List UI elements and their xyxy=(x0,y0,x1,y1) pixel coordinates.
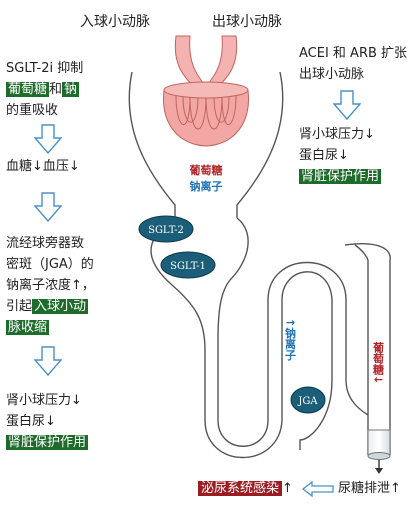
sglt1-label: SGLT-1 xyxy=(170,261,206,272)
jga-text-line1: 流经球旁器致 xyxy=(6,236,85,251)
glomerulus xyxy=(163,81,249,147)
glucose-highlight: 葡萄糖 xyxy=(6,82,50,97)
acei-arb-text-line2: 出球小动脉 xyxy=(299,67,365,82)
jga-node: JGA xyxy=(290,386,326,414)
reabsorption-text: 的重吸收 xyxy=(6,103,59,118)
left-glomerular-pressure: 肾小球压力↓ xyxy=(6,393,82,408)
jga-text-line3: 钠离子浓度↑， xyxy=(6,278,95,293)
nephron-tubule xyxy=(128,71,391,459)
left-renal-protection: 肾脏保护作用 xyxy=(6,432,89,453)
uti-increase-arrow: ↑ xyxy=(282,481,293,496)
sglt2-label: SGLT-2 xyxy=(148,225,184,236)
sglt2-node: SGLT-2 xyxy=(138,215,194,243)
sglt2i-targets: 葡萄糖和钠 xyxy=(6,79,80,100)
jga-text-line4: 引起入球小动 xyxy=(6,296,89,317)
and-word: 和 xyxy=(49,82,63,97)
left-down-arrow-1 xyxy=(34,124,62,154)
glucose-down-label: 葡萄糖↓ xyxy=(372,341,386,385)
afferent-arteriole-label: 入球小动脉 xyxy=(80,14,150,30)
glucose-bp-effect: 血糖↓血压↓ xyxy=(6,159,80,174)
collecting-duct-opening xyxy=(367,452,391,460)
jga-label: JGA xyxy=(297,396,318,407)
jga-cause-word: 引起 xyxy=(6,299,33,314)
uti-row: 泌尿系统感染↑ xyxy=(198,478,293,499)
right-down-arrow xyxy=(333,90,361,120)
sglt2i-intro: SGLT-2i 抑制 xyxy=(6,61,84,76)
sodium-up-label: ↑钠离子 xyxy=(284,318,297,361)
left-renal-protection-highlight: 肾脏保护作用 xyxy=(6,435,89,450)
arterioles xyxy=(174,35,238,91)
right-proteinuria: 蛋白尿↓ xyxy=(299,148,349,163)
right-renal-protection: 肾脏保护作用 xyxy=(299,166,382,187)
sodium-highlight: 钠 xyxy=(62,82,80,97)
acei-arb-text-line1: ACEI 和 ARB 扩张 xyxy=(299,46,408,61)
glycosuria-label: 尿糖排泄↑ xyxy=(338,481,401,496)
glucose-filtrate-label: 葡萄糖 xyxy=(189,163,223,177)
sglt1-node: SGLT-1 xyxy=(160,251,216,279)
left-proteinuria: 蛋白尿↓ xyxy=(6,414,56,429)
left-down-arrow-3 xyxy=(34,346,62,376)
afferent-constriction-highlight-1: 入球小动 xyxy=(32,299,89,314)
efferent-arteriole-label: 出球小动脉 xyxy=(212,14,282,30)
jga-text-line5: 脉收缩 xyxy=(6,317,50,338)
left-down-arrow-2 xyxy=(34,192,62,222)
jga-text-line2: 密斑（JGA）的 xyxy=(6,257,94,272)
afferent-constriction-highlight-2: 脉收缩 xyxy=(6,320,50,335)
right-glomerular-pressure: 肾小球压力↓ xyxy=(299,127,375,142)
right-renal-protection-highlight: 肾脏保护作用 xyxy=(299,169,382,184)
left-pointing-arrow xyxy=(302,481,334,497)
sodium-filtrate-label: 钠离子 xyxy=(190,179,223,193)
uti-highlight: 泌尿系统感染 xyxy=(198,481,283,496)
urine-drip-arrow-head xyxy=(375,468,383,474)
